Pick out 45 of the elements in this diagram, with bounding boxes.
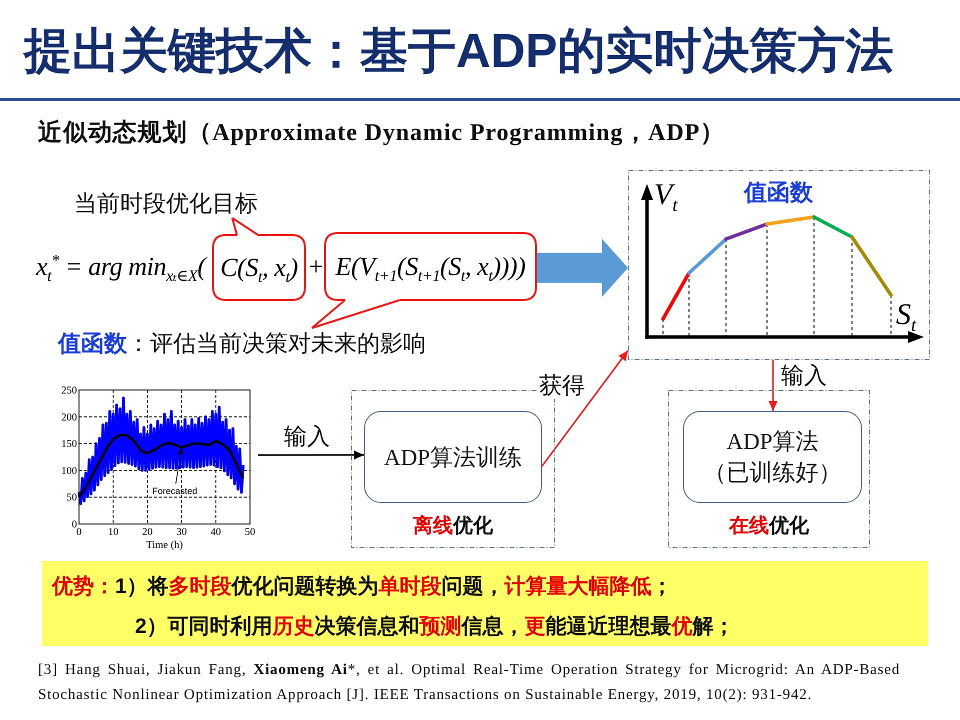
panel-label: 在线优化 xyxy=(729,515,809,537)
arrow xyxy=(258,450,364,460)
formula-text: + xyxy=(307,251,324,283)
tick-label: 10 xyxy=(108,527,118,538)
highlight-box xyxy=(42,561,928,646)
block-arrow xyxy=(536,238,628,297)
annotation-text: 值函数：评估当前决策对未来的影响 xyxy=(58,328,426,358)
dashed-frame xyxy=(628,170,930,360)
callout-tail xyxy=(231,217,260,236)
note-text: 优势：1）将多时段优化问题转换为单时段问题，计算量大幅降低； xyxy=(52,574,673,600)
callout-tail xyxy=(310,299,401,329)
axis-title: Time (h) xyxy=(146,540,183,551)
process-box: ADP算法训练 xyxy=(364,411,542,503)
callout-bubble xyxy=(325,233,536,300)
axis-label: V$_{t}$ xyxy=(654,178,678,212)
subtitle: 近似动态规划（Approximate Dynamic Programming，ADP） xyxy=(38,118,726,148)
formula-term: C(S$_{t}$, x$_{t}$) xyxy=(220,252,298,284)
edge-label: 输入 xyxy=(283,423,331,450)
reference-text: [3] Hang Shuai, Jiakun Fang, Xiaomeng Ai*, et al. Optimal Real-Time Operation Strategy for Microgrid: An ADP-Based Stochastic Nonlinear Optimization Approach [J]. IEEE Transactions on Sustainable Energy, 2019, 10(2): 931-942. xyxy=(38,661,900,705)
tick-label: 40 xyxy=(210,527,222,538)
tick-label: 150 xyxy=(61,439,77,450)
tick-label: 0 xyxy=(72,520,77,530)
panel-label: 离线优化 xyxy=(413,515,493,537)
note-text: 2）可同时利用历史决策信息和预测信息，更能逼近理想最优解； xyxy=(135,614,735,640)
tick-label: 50 xyxy=(244,527,256,538)
callout-bubble xyxy=(213,235,305,300)
annotation-label: Forecasted xyxy=(152,486,198,496)
tick-label: 50 xyxy=(66,492,77,504)
tick-label: 100 xyxy=(61,466,77,477)
tick-label: 30 xyxy=(176,527,187,538)
tick-label: 250 xyxy=(61,386,77,396)
dashed-frame xyxy=(668,390,870,548)
title: 提出关键技术：基于ADP的实时决策方法 xyxy=(24,24,894,80)
edge-label: 输入 xyxy=(780,362,828,389)
axis-label: S$_{t}$ xyxy=(896,298,916,332)
edge-label: 获得 xyxy=(538,372,586,399)
tick-label: 200 xyxy=(61,412,77,424)
formula-text: x$_{t}$$^{*}$ = arg min$_{xₜ∈X}$( xyxy=(36,251,206,284)
arrow xyxy=(768,360,778,411)
formula-term: E(V$_{t+1}$(S$_{t+1}$(S$_{t}$, x$_{t}$)))) xyxy=(336,250,526,284)
process-box: ADP算法（已训练好） xyxy=(683,411,862,503)
callout-text: 当前时段优化目标 xyxy=(74,188,258,218)
panel-title: 值函数 xyxy=(744,178,813,206)
tick-label: 0 xyxy=(76,527,82,538)
tick-label: 20 xyxy=(142,527,153,538)
